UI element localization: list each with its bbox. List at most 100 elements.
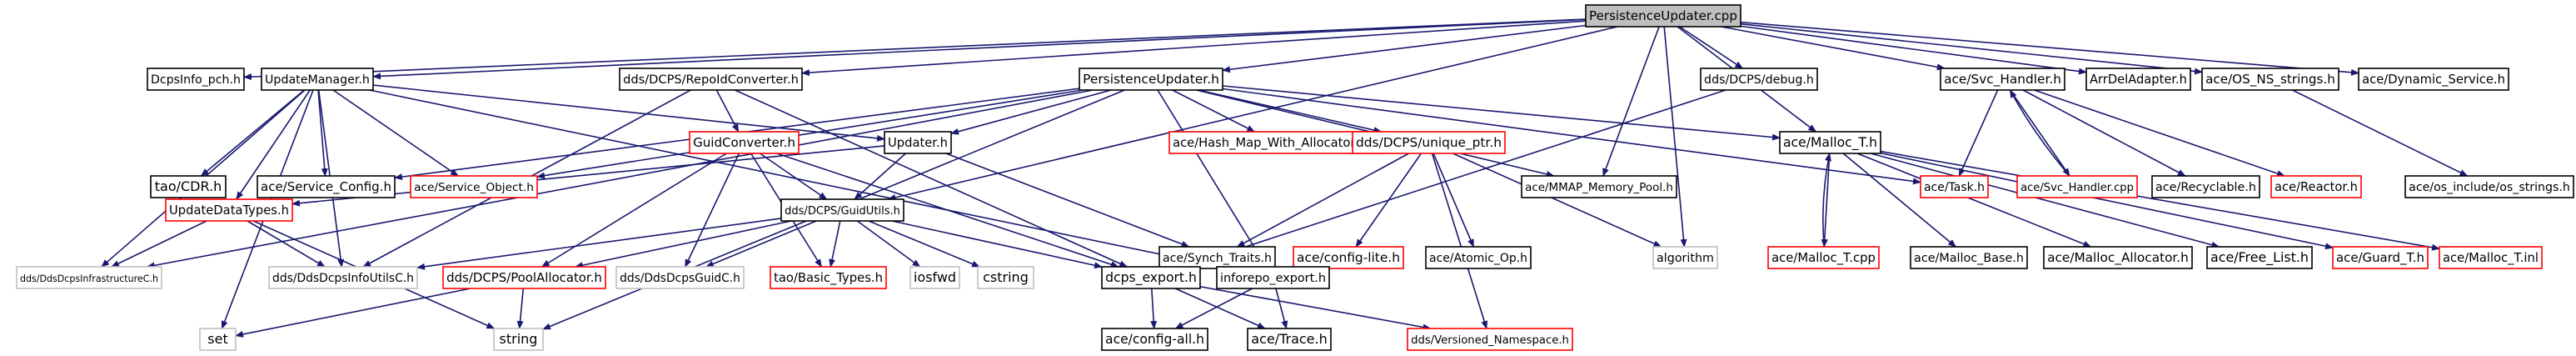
node-box xyxy=(1247,328,1332,351)
node-config-lite[interactable]: ace/config-lite.h xyxy=(1293,246,1404,269)
node-box xyxy=(493,328,544,351)
node-box xyxy=(147,68,245,91)
node-box xyxy=(1767,246,1880,269)
node-dynamic-service[interactable]: ace/Dynamic_Service.h xyxy=(2358,68,2509,91)
node-basic-types[interactable]: tao/Basic_Types.h xyxy=(770,266,887,289)
node-trace[interactable]: ace/Trace.h xyxy=(1247,328,1332,351)
edge-malloc_t_h-to-malloc_base xyxy=(1842,153,1957,248)
node-dcpsinfo-pch[interactable]: DcpsInfo_pch.h xyxy=(147,68,245,91)
node-updater-h[interactable]: Updater.h xyxy=(884,131,952,154)
node-svc-handler-cpp[interactable]: ace/Svc_Handler.cpp xyxy=(2016,175,2138,198)
edge-dcps_export-to-config_all xyxy=(1150,288,1158,329)
node-label: ace/Hash_Map_With_Allocator_T.h xyxy=(1173,136,1379,150)
node-label: ace/Svc_Handler.h xyxy=(1944,72,2061,88)
node-service-object[interactable]: ace/Service_Object.h xyxy=(410,175,538,198)
node-box xyxy=(165,198,293,222)
node-arrdeladapter[interactable]: ArrDelAdapter.h xyxy=(2085,68,2191,91)
node-malloc-t-inl[interactable]: ace/Malloc_T.inl xyxy=(2439,246,2543,269)
node-reactor[interactable]: ace/Reactor.h xyxy=(2270,175,2362,198)
node-os-strings[interactable]: ace/os_include/os_strings.h xyxy=(2404,175,2574,198)
node-label: ace/Malloc_T.cpp xyxy=(1771,251,1876,265)
edge-guidconverter-to-dds_guidc xyxy=(684,153,740,268)
node-guard-t[interactable]: ace/Guard_T.h xyxy=(2332,246,2429,269)
edge-svc_handler-to-svc_handler_cpp xyxy=(2009,89,2070,177)
node-label: dds/DCPS/PoolAllocator.h xyxy=(446,270,602,285)
node-poolallocator[interactable]: dds/DCPS/PoolAllocator.h xyxy=(442,266,606,289)
node-task-h[interactable]: ace/Task.h xyxy=(1920,175,1989,198)
node-label: ace/OS_NS_strings.h xyxy=(2205,72,2335,88)
node-free-list[interactable]: ace/Free_List.h xyxy=(2206,246,2313,269)
node-box xyxy=(2085,68,2191,91)
node-guidutils[interactable]: dds/DCPS/GuidUtils.h xyxy=(780,198,904,222)
edge-svc_handler-to-task_h xyxy=(1958,89,1999,177)
edge-root-to-dcps_debug xyxy=(1679,26,1744,69)
node-unique-ptr[interactable]: dds/DCPS/unique_ptr.h xyxy=(1352,131,1506,154)
node-malloc-base[interactable]: ace/Malloc_Base.h xyxy=(1910,246,2028,269)
node-box xyxy=(257,175,396,198)
edge-updatemanager-to-updatedatatypes xyxy=(236,89,311,200)
node-box xyxy=(2439,246,2543,269)
node-box xyxy=(619,68,803,91)
node-persistenceupdater-h[interactable]: PersistenceUpdater.h xyxy=(1079,68,1223,91)
edge-updater_h-to-guidutils xyxy=(854,153,907,200)
node-label: dds/DCPS/unique_ptr.h xyxy=(1356,135,1502,151)
node-box xyxy=(909,266,960,289)
node-malloc-t-cpp[interactable]: ace/Malloc_T.cpp xyxy=(1767,246,1880,269)
node-atomic-op[interactable]: ace/Atomic_Op.h xyxy=(1425,246,1532,269)
node-label: UpdateManager.h xyxy=(265,73,370,87)
edge-persistenceupdater_h-to-task_h xyxy=(1222,88,1921,185)
node-service-config[interactable]: ace/Service_Config.h xyxy=(257,175,396,198)
node-repoidconverter[interactable]: dds/DCPS/RepoIdConverter.h xyxy=(619,68,803,91)
node-dcps-debug[interactable]: dds/DCPS/debug.h xyxy=(1700,68,1818,91)
node-label: dds/DCPS/RepoIdConverter.h xyxy=(623,73,799,87)
node-label: dds/Versioned_Namespace.h xyxy=(1411,334,1569,347)
node-box xyxy=(1940,68,2065,91)
node-updatedatatypes[interactable]: UpdateDataTypes.h xyxy=(165,198,293,222)
edge-malloc_t_h-to-free_list xyxy=(1870,153,2220,248)
edge-persistenceupdater_h-to-hash_map xyxy=(1172,89,1256,133)
node-label: dds/DdsDcpsGuidC.h xyxy=(620,272,740,285)
edge-layer xyxy=(101,18,2469,338)
node-versioned-ns[interactable]: dds/Versioned_Namespace.h xyxy=(1407,328,1573,351)
node-box xyxy=(780,198,904,222)
node-box xyxy=(2201,68,2339,91)
node-malloc-t-h[interactable]: ace/Malloc_T.h xyxy=(1779,131,1881,154)
node-label: ace/Atomic_Op.h xyxy=(1429,252,1527,265)
node-label: algorithm xyxy=(1657,252,1714,265)
node-label: inforepo_export.h xyxy=(1220,272,1326,285)
node-malloc-allocator[interactable]: ace/Malloc_Allocator.h xyxy=(2043,246,2193,269)
node-cstring: cstring xyxy=(977,266,1034,289)
edge-updatemanager-to-service_config xyxy=(317,89,328,177)
node-hash-map[interactable]: ace/Hash_Map_With_Allocator_T.h xyxy=(1168,131,1383,154)
node-label: ace/Malloc_Allocator.h xyxy=(2047,250,2189,266)
edge-updatemanager-to-updater_h xyxy=(372,84,885,142)
node-recyclable[interactable]: ace/Recyclable.h xyxy=(2151,175,2260,198)
node-config-all[interactable]: ace/config-all.h xyxy=(1101,328,1208,351)
node-mmap-pool[interactable]: ace/MMAP_Memory_Pool.h xyxy=(1521,175,1677,198)
node-ns-strings[interactable]: ace/OS_NS_strings.h xyxy=(2201,68,2339,91)
edge-guidconverter-to-dcps_export xyxy=(776,153,1119,268)
node-box xyxy=(1079,68,1223,91)
edge-guidutils-to-basic_types xyxy=(829,220,841,268)
edge-root-to-updatemanager xyxy=(372,18,1587,80)
node-label: dds/DCPS/debug.h xyxy=(1704,73,1814,87)
node-guidconverter[interactable]: GuidConverter.h xyxy=(689,131,800,154)
node-box xyxy=(1585,4,1741,28)
edge-persistenceupdater_h-to-service_object xyxy=(536,89,1084,179)
node-box xyxy=(615,266,745,289)
node-box xyxy=(2332,246,2429,269)
node-dds-guidc: dds/DdsDcpsGuidC.h xyxy=(615,266,745,289)
node-box xyxy=(1293,246,1404,269)
edge-unique_ptr-to-config_lite xyxy=(1355,153,1423,248)
node-label: cstring xyxy=(983,269,1029,285)
node-svc-handler[interactable]: ace/Svc_Handler.h xyxy=(1940,68,2065,91)
node-dcps-export[interactable]: dcps_export.h xyxy=(1101,266,1201,289)
node-tao-cdr[interactable]: tao/CDR.h xyxy=(150,175,227,198)
edge-malloc_t_h-to-malloc_t_cpp xyxy=(1821,153,1831,248)
node-inforepo-export[interactable]: inforepo_export.h xyxy=(1216,266,1330,289)
node-updatemanager[interactable]: UpdateManager.h xyxy=(261,68,374,91)
node-synch-traits[interactable]: ace/Synch_Traits.h xyxy=(1158,246,1276,269)
node-box xyxy=(2151,175,2260,198)
node-label: PersistenceUpdater.h xyxy=(1083,72,1219,87)
